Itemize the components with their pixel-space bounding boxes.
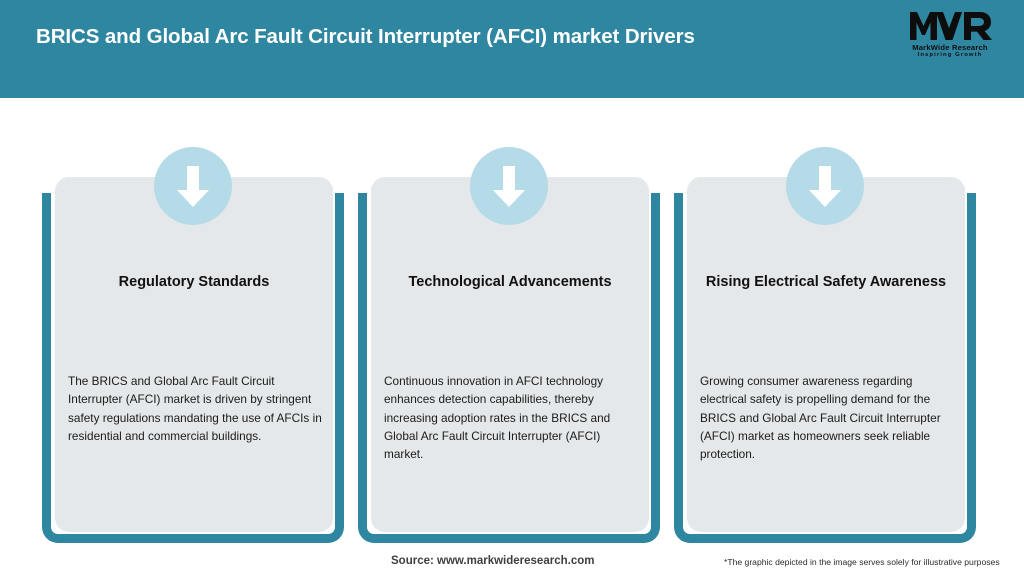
driver-card-1: Regulatory Standards The BRICS and Globa… [42, 147, 344, 543]
source-label: Source: www.markwideresearch.com [391, 555, 595, 567]
logo-tagline: Inspiring Growth [917, 51, 983, 58]
logo-company-name: MarkWide Research [912, 43, 988, 52]
page-title: BRICS and Global Arc Fault Circuit Inter… [36, 25, 695, 48]
card-bracket-frame [42, 193, 344, 543]
card-body-text: Growing consumer awareness regarding ele… [700, 374, 941, 462]
brand-logo: MarkWide Research Inspiring Growth [898, 10, 1002, 59]
header-band: BRICS and Global Arc Fault Circuit Inter… [0, 0, 1024, 98]
driver-card-3: Rising Electrical Safety Awareness Growi… [674, 147, 976, 543]
disclaimer-note: *The graphic depicted in the image serve… [724, 557, 1000, 567]
card-body-text: The BRICS and Global Arc Fault Circuit I… [68, 374, 322, 443]
arrow-down-icon [470, 147, 548, 225]
card-bracket-frame [358, 193, 660, 543]
card-heading: Rising Electrical Safety Awareness [705, 274, 947, 290]
arrow-down-icon [786, 147, 864, 225]
card-panel [371, 177, 649, 532]
driver-card-2: Technological Advancements Continuous in… [358, 147, 660, 543]
mwr-monogram-icon [898, 10, 1002, 42]
card-heading: Technological Advancements [408, 274, 612, 290]
drivers-card-row: Regulatory Standards The BRICS and Globa… [0, 98, 1024, 543]
card-heading: Regulatory Standards [118, 274, 270, 290]
card-panel [55, 177, 333, 532]
arrow-down-icon [154, 147, 232, 225]
card-bracket-frame [674, 193, 976, 543]
card-panel [687, 177, 965, 532]
card-body-text: Continuous innovation in AFCI technology… [384, 374, 611, 462]
